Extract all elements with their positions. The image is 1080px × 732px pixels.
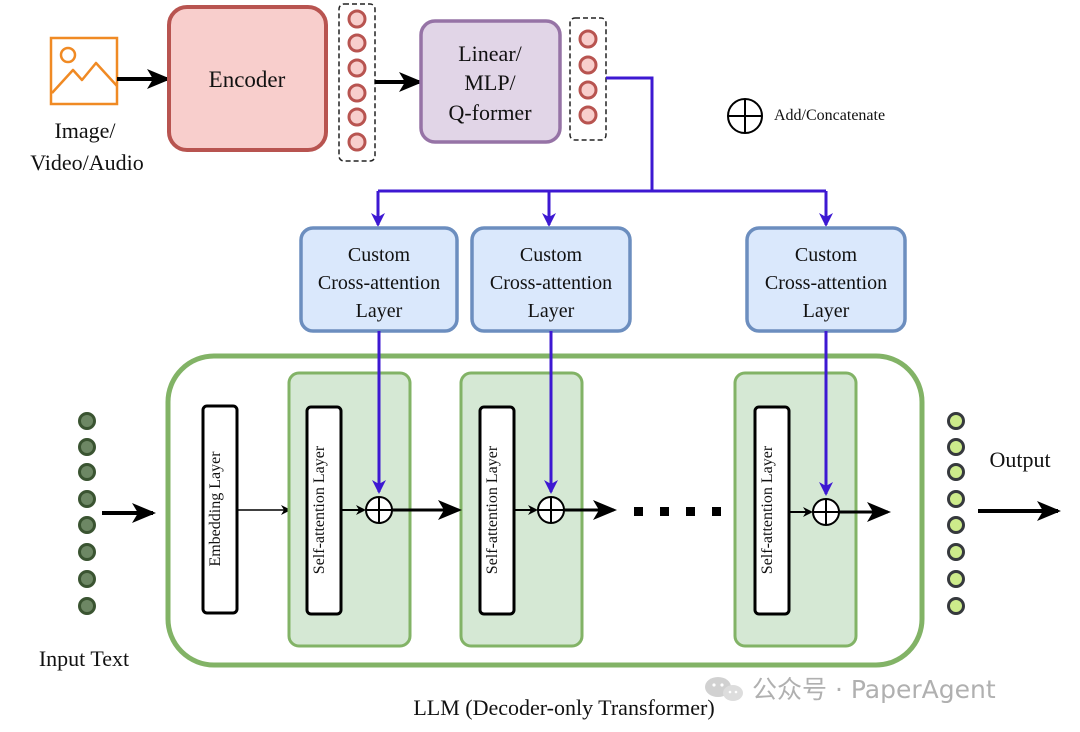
cross-attention-label-line-1: Custom bbox=[348, 244, 411, 266]
output-token bbox=[947, 543, 965, 561]
output-token bbox=[947, 570, 965, 588]
self-attention-layer-label: Self-attention Layer bbox=[311, 445, 328, 574]
llm-label: LLM (Decoder-only Transformer) bbox=[413, 695, 714, 720]
output-token bbox=[947, 463, 965, 481]
output-token bbox=[947, 490, 965, 508]
output-token-stack bbox=[947, 412, 965, 615]
input-token bbox=[78, 570, 96, 588]
input-token bbox=[78, 463, 96, 481]
cross-attention-label-line-1: Custom bbox=[520, 244, 583, 266]
input-token bbox=[78, 597, 96, 615]
projector-label-line-1: Linear/ bbox=[458, 41, 522, 66]
add-concatenate-node-3 bbox=[812, 498, 840, 526]
embedding-layer: Embedding Layer bbox=[201, 404, 239, 615]
self-attention-layer bbox=[753, 405, 791, 616]
projected-token bbox=[578, 80, 598, 100]
cross-attention-label-line-3: Layer bbox=[356, 300, 403, 322]
encoder-token-stack bbox=[338, 3, 376, 162]
input-token bbox=[78, 516, 96, 534]
embedding-layer-label: Embedding Layer bbox=[207, 451, 224, 567]
encoder-token bbox=[347, 58, 367, 78]
output-token bbox=[947, 516, 965, 534]
projected-token bbox=[578, 55, 598, 75]
encoder-box bbox=[167, 5, 328, 152]
cross-attention-label-line-3: Layer bbox=[528, 300, 575, 322]
add-concatenate-node-1 bbox=[365, 496, 393, 524]
input-text-label: Input Text bbox=[39, 646, 129, 671]
input-token bbox=[78, 412, 96, 430]
add-concatenate-node-2 bbox=[537, 496, 565, 524]
encoder-token bbox=[347, 9, 367, 29]
projected-token-stack bbox=[569, 17, 607, 141]
wechat-watermark-icon bbox=[705, 677, 743, 701]
input-token bbox=[78, 543, 96, 561]
input-token bbox=[78, 438, 96, 456]
cross-attention-label-line-1: Custom bbox=[795, 244, 858, 266]
legend-label: Add/Concatenate bbox=[774, 107, 885, 124]
projector-label-line-3: Q-former bbox=[448, 100, 532, 125]
projected-token bbox=[578, 105, 598, 125]
cross-attention-layer-2: Custom Cross-attention Layer bbox=[470, 226, 632, 333]
cross-attention-label-line-2: Cross-attention bbox=[318, 272, 440, 294]
output-token bbox=[947, 438, 965, 456]
cross-attention-label-line-2: Cross-attention bbox=[490, 272, 612, 294]
input-token bbox=[78, 490, 96, 508]
cross-attention-label-line-2: Cross-attention bbox=[765, 272, 887, 294]
watermark-text: 公众号 · PaperAgent bbox=[752, 675, 996, 704]
encoder-token bbox=[347, 83, 367, 103]
input-token-stack bbox=[78, 412, 96, 615]
cross-attention-layer-1: Custom Cross-attention Layer bbox=[299, 226, 459, 333]
input-media-label-line-2: Video/Audio bbox=[30, 150, 144, 175]
encoder-label: Encoder bbox=[209, 67, 286, 92]
cross-attention-label-line-3: Layer bbox=[803, 300, 850, 322]
ellipsis-dots bbox=[634, 507, 721, 516]
self-attention-layer-label: Self-attention Layer bbox=[759, 445, 776, 574]
encoder-token bbox=[347, 33, 367, 53]
self-attention-layer-label: Self-attention Layer bbox=[484, 445, 501, 574]
encoder-token bbox=[347, 107, 367, 127]
output-token bbox=[947, 597, 965, 615]
projector-label-line-2: MLP/ bbox=[464, 70, 516, 95]
encoder-token bbox=[347, 132, 367, 152]
input-media-label-line-1: Image/ bbox=[54, 118, 116, 143]
image-icon bbox=[49, 36, 119, 106]
projector-box bbox=[419, 19, 562, 144]
cross-attention-layer-3: Custom Cross-attention Layer bbox=[745, 226, 907, 333]
projected-token-routing bbox=[371, 76, 833, 227]
output-label: Output bbox=[989, 447, 1050, 472]
add-concatenate-legend-icon bbox=[727, 98, 763, 134]
projected-token bbox=[578, 29, 598, 49]
output-token bbox=[947, 412, 965, 430]
